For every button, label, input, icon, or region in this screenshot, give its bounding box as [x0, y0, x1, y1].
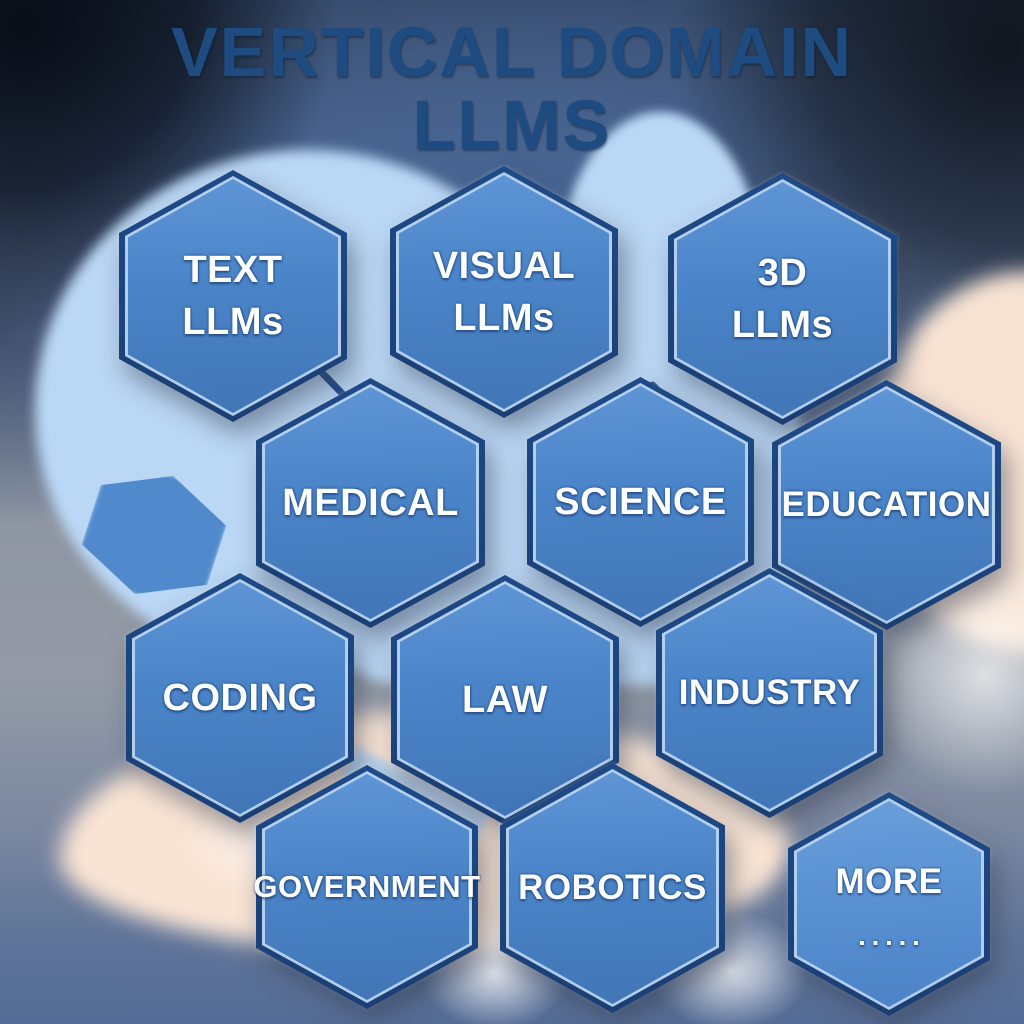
hexagon-industry: INDUSTRY — [656, 568, 883, 818]
hexagon-label: EDUCATION — [772, 380, 1001, 630]
hexagon-label-line1: MEDICAL — [282, 481, 459, 524]
hexagon-fill — [781, 389, 992, 621]
hexagon-label: LAW — [391, 575, 619, 825]
hexagon-fill — [400, 584, 610, 816]
hexagon-fill — [509, 772, 716, 1004]
hexagon-fill — [128, 179, 338, 413]
hexagon-text-llms: TEXT LLMs — [119, 170, 347, 422]
hexagon-medical: MEDICAL — [256, 378, 485, 628]
page-title: VERTICAL DOMAIN LLMS — [0, 16, 1024, 162]
hexagon-label-line1: VISUAL — [432, 244, 576, 287]
hexagon-science: SCIENCE — [527, 377, 754, 627]
hexagon-fill — [265, 774, 469, 1000]
hexagon-fill — [677, 182, 888, 416]
hexagon-label-line1: SCIENCE — [554, 480, 727, 523]
hexagon-visual-llms: VISUAL LLMs — [390, 166, 618, 418]
hexagon-label: ROBOTICS — [500, 763, 725, 1013]
hexagon-label: GOVERNMENT — [253, 765, 481, 1009]
hexagon-fill — [399, 175, 609, 409]
hexagon-3d-llms: 3D LLMs — [668, 173, 897, 425]
hexagon-label-line1: INDUSTRY — [678, 672, 861, 712]
hexagon-fill — [135, 582, 345, 814]
hexagon-more: MORE ..... — [788, 792, 990, 1016]
hexagon-label: CODING — [126, 573, 354, 823]
hexagon-label-line1: 3D — [757, 251, 808, 294]
hexagon-government: GOVERNMENT — [253, 765, 481, 1009]
hexagon-label-line1: ROBOTICS — [518, 867, 707, 907]
hexagon-label-line2: ..... — [858, 920, 926, 951]
hexagon-fill — [665, 577, 874, 809]
page-title-line2: LLMS — [412, 85, 612, 164]
hexagon-label-line1: MORE — [835, 862, 943, 902]
hexagon-label-line2: LLMs — [182, 301, 284, 343]
hexagon-label-line1: LAW — [462, 678, 548, 721]
hexagon-label-line1: GOVERNMENT — [253, 868, 481, 904]
hexagon-label: MEDICAL — [256, 378, 485, 628]
hexagon-label: VISUAL LLMs — [390, 166, 618, 418]
hexagon-label: INDUSTRY — [656, 568, 883, 818]
hexagon-robotics: ROBOTICS — [500, 763, 725, 1013]
hexagon-label: 3D LLMs — [668, 173, 897, 425]
hexagon-label-line2: LLMs — [453, 297, 555, 339]
page-title-line1: VERTICAL DOMAIN — [170, 13, 854, 91]
hexagon-education: EDUCATION — [772, 380, 1001, 630]
hexagon-label-line1: CODING — [162, 676, 318, 719]
hexagon-label: MORE ..... — [788, 792, 990, 1016]
hexagon-label-line1: EDUCATION — [781, 484, 992, 524]
hexagon-label: SCIENCE — [527, 377, 754, 627]
hexagon-coding: CODING — [126, 573, 354, 823]
hexagon-label-line2: LLMs — [731, 304, 834, 346]
hexagon-label-line1: TEXT — [183, 248, 283, 291]
hexagon-label: TEXT LLMs — [119, 170, 347, 422]
